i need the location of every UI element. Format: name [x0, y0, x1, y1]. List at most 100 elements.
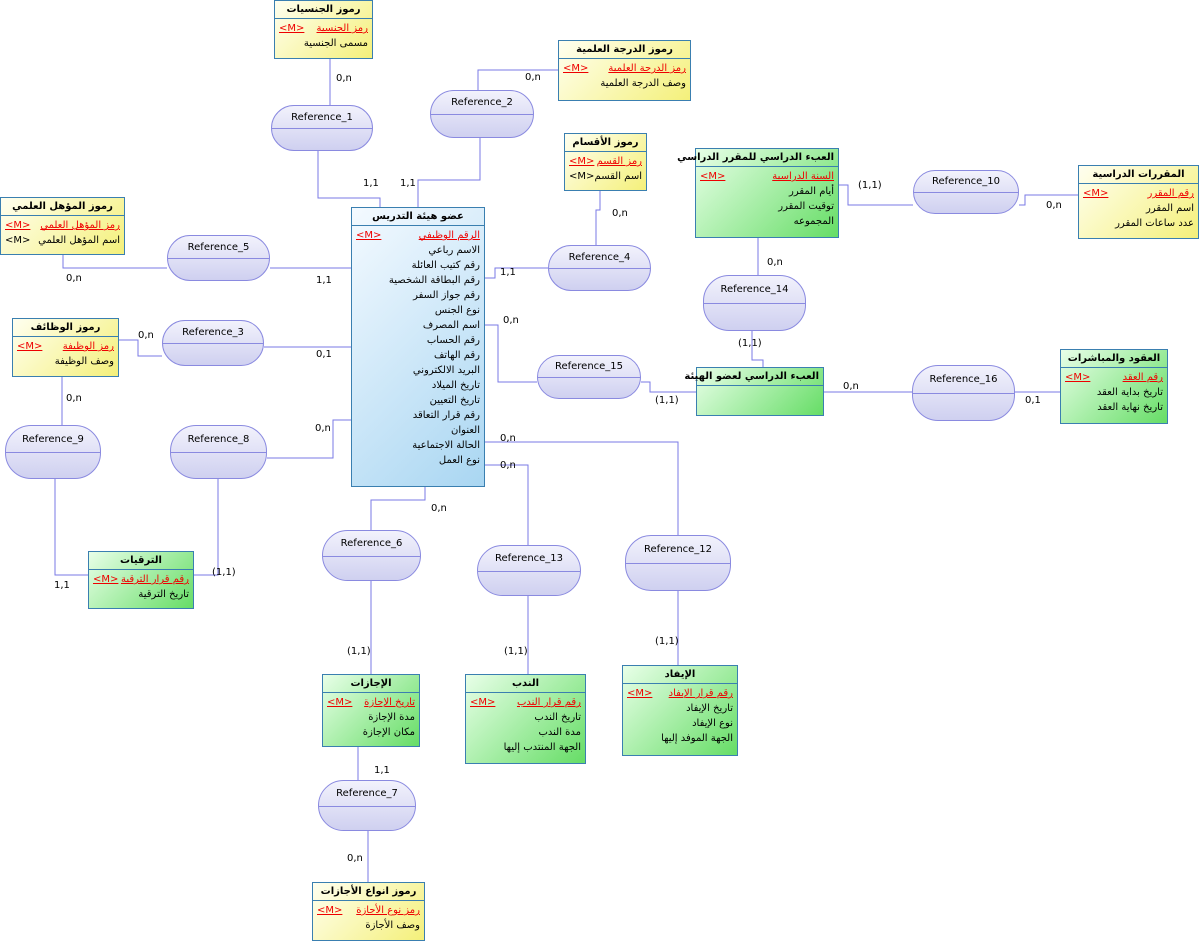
reference-8[interactable]: Reference_8 [170, 425, 267, 479]
attribute: نوع الإيفاد [627, 716, 733, 731]
cardinality-label: (1,1) [347, 646, 371, 657]
attribute: الاسم رباعي [356, 243, 480, 258]
reference-label: Reference_16 [929, 374, 998, 385]
reference-label: Reference_1 [291, 111, 353, 123]
entity-attributes: رمز المؤهل العلمي<M>اسم المؤهل العلمي<M> [1, 216, 124, 250]
primary-key-attribute: رقم المقرر<M> [1083, 186, 1194, 201]
attribute-name: العنوان [451, 425, 480, 436]
mandatory-marker: <M> [470, 697, 496, 708]
attribute: البريد الالكتروني [356, 363, 480, 378]
cardinality-label: 0,n [66, 273, 82, 284]
reference-1[interactable]: Reference_1 [271, 105, 373, 151]
entity-title: الإجازات [323, 675, 419, 693]
entity-attributes: رمز الدرجة العلمية<M>وصف الدرجة العلمية [559, 59, 690, 93]
attribute: الجهة المنتدب إليها [470, 740, 581, 755]
attribute-name: مكان الإجازة [362, 727, 415, 738]
relationship-line [485, 267, 548, 279]
attribute-name: رقم كتيب العائلة [411, 260, 480, 271]
cardinality-label: 1,1 [363, 178, 379, 189]
relationship-line [194, 479, 219, 576]
entity-attributes: رقم قرار الترقية<M>تاريخ الترقية [89, 570, 193, 604]
attribute: مدة الإجازة [327, 710, 415, 725]
reference-label: Reference_3 [182, 326, 244, 338]
reference-label: Reference_7 [336, 787, 398, 799]
attribute-name: الرقم الوظيفي [418, 230, 480, 241]
attribute-name: المجموعه [793, 216, 834, 227]
reference-10[interactable]: Reference_10 [913, 170, 1019, 214]
relationship-line [119, 339, 162, 357]
attribute: تاريخ نهاية العقد [1065, 400, 1163, 415]
attribute-name: نوع العمل [438, 455, 480, 466]
attribute: مكان الإجازة [327, 725, 415, 740]
reference-6[interactable]: Reference_6 [322, 530, 421, 581]
attribute: تاريخ الترقية [93, 587, 189, 602]
relationship-line [370, 487, 426, 530]
reference-2[interactable]: Reference_2 [430, 90, 534, 138]
reference-divider [478, 570, 580, 572]
reference-label: Reference_5 [187, 241, 250, 253]
relationship-line [54, 479, 88, 576]
entity-member-load[interactable]: العبء الدراسي لعضو الهيئة [684, 367, 824, 416]
attribute: اسم المصرف [356, 318, 480, 333]
attribute-name: مدة الندب [538, 727, 581, 738]
cardinality-label: 0,n [767, 257, 783, 268]
reference-divider [171, 452, 266, 453]
reference-3[interactable]: Reference_3 [162, 320, 264, 366]
mandatory-marker: <M> [700, 171, 726, 182]
reference-divider [913, 393, 1014, 394]
attribute-name: الحالة الاجتماعية [412, 440, 480, 451]
attribute: المجموعه [700, 214, 834, 229]
relationship-line [751, 331, 764, 367]
reference-14[interactable]: Reference_14 [703, 275, 806, 331]
cardinality-label: 0,n [525, 72, 541, 83]
reference-9[interactable]: Reference_9 [5, 425, 101, 479]
entity-title: رموز الأقسام [565, 134, 646, 152]
reference-13[interactable]: Reference_13 [477, 545, 581, 596]
attribute-name: تاريخ الإجازة [364, 697, 415, 708]
attribute-name: اسم المؤهل العلمي [38, 235, 120, 246]
attribute: اسم المقرر [1083, 201, 1194, 216]
primary-key-attribute: رقم قرار الندب<M> [470, 695, 581, 710]
mandatory-marker: <M> [356, 230, 382, 241]
reference-15[interactable]: Reference_15 [537, 355, 641, 399]
attribute-name: وصف الوظيفة [54, 356, 114, 367]
reference-5[interactable]: Reference_5 [167, 235, 270, 281]
attribute-name: اسم القسم [594, 171, 642, 182]
relationship-line [477, 69, 558, 90]
attribute-name: البريد الالكتروني [412, 365, 480, 376]
entity-title: العقود والمباشرات [1061, 350, 1167, 368]
attribute-name: مدة الإجازة [368, 712, 415, 723]
relationship-line [485, 464, 529, 545]
attribute-name: رقم البطاقة الشخصية [388, 275, 480, 286]
reference-16[interactable]: Reference_16 [912, 365, 1015, 421]
reference-label: Reference_14 [720, 284, 789, 295]
entity-attributes [697, 386, 823, 390]
relationship-line [595, 191, 601, 245]
primary-key-attribute: رمز الدرجة العلمية<M> [563, 61, 686, 76]
reference-4[interactable]: Reference_4 [548, 245, 651, 291]
reference-divider [319, 805, 415, 807]
reference-12[interactable]: Reference_12 [625, 535, 731, 591]
attribute-name: رمز الوظيفة [62, 341, 114, 352]
mandatory-marker: <M> [1083, 188, 1109, 199]
reference-7[interactable]: Reference_7 [318, 780, 416, 831]
attribute: توقيت المقرر [700, 199, 834, 214]
attribute-name: اسم المصرف [422, 320, 480, 331]
cardinality-label: (1,1) [738, 338, 762, 349]
reference-divider [914, 192, 1018, 193]
